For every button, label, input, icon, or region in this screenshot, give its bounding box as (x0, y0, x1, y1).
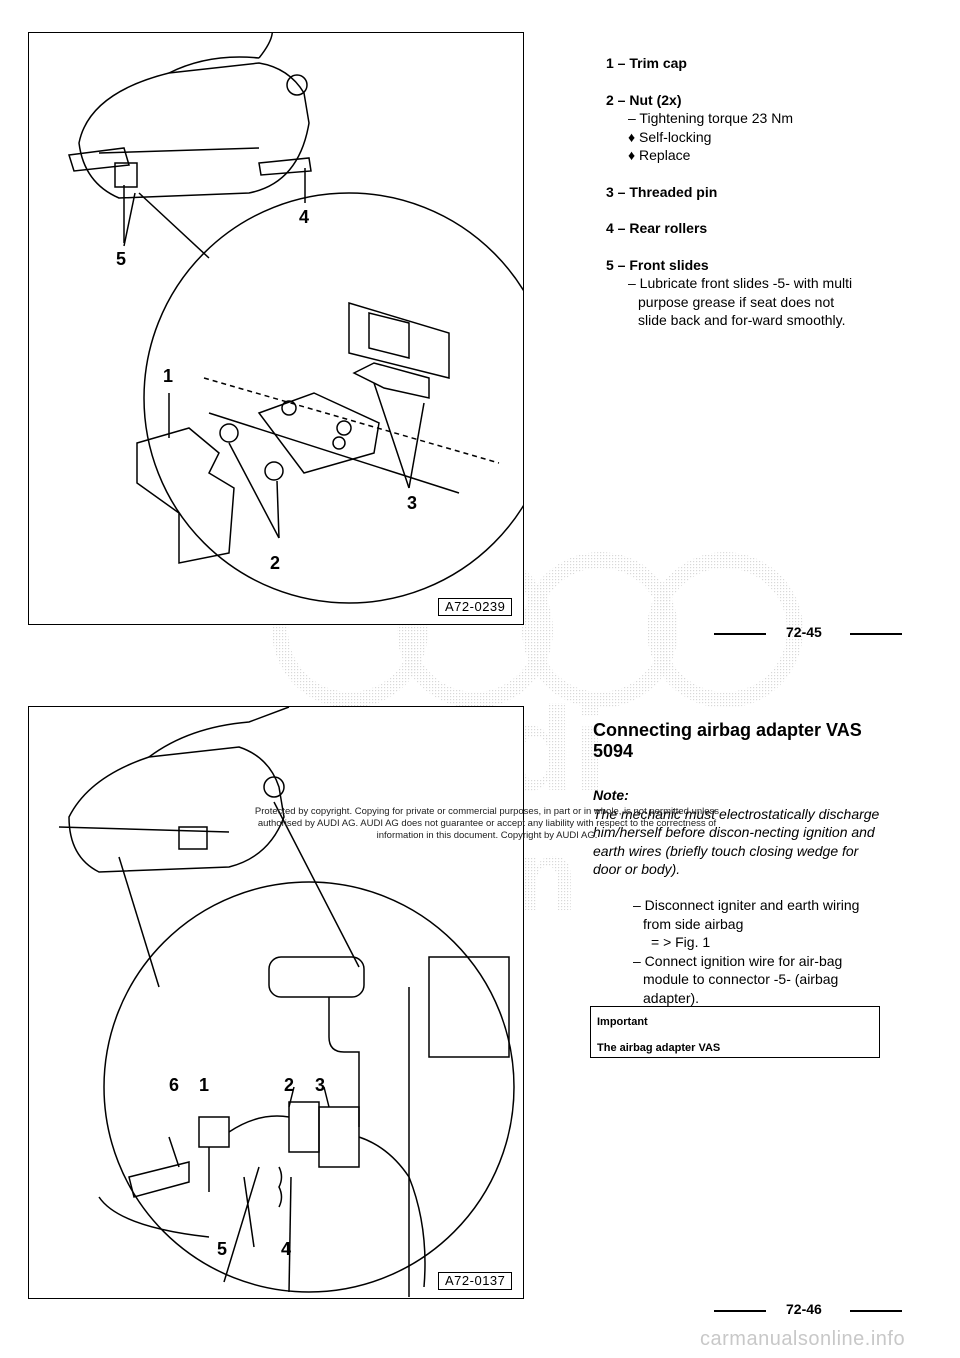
callout-1: 1 (199, 1075, 210, 1095)
callout-4: 4 (299, 207, 310, 227)
page-number: 72-46 (786, 1301, 822, 1317)
callout-1: 1 (163, 366, 174, 386)
note-label: Note: (593, 787, 629, 803)
callout-2: 2 (284, 1075, 295, 1095)
note-text: The mechanic must electrostatically disc… (593, 805, 880, 878)
callout-5: 5 (217, 1239, 228, 1259)
legend-item-2: 2 – Nut (2x) – Tightening torque 23 Nm ♦… (606, 91, 793, 164)
callout-3: 3 (315, 1075, 326, 1095)
callout-6: 6 (169, 1075, 180, 1095)
legend-item-1: 1 – Trim cap (606, 55, 687, 71)
figure-id: A72-0239 (438, 598, 513, 616)
figure-id: A72-0137 (438, 1272, 513, 1290)
important-box: Important The airbag adapter VAS (590, 1006, 880, 1058)
airbag-adapter-illustration (58, 707, 515, 1297)
legend-item-4: 4 – Rear rollers (606, 220, 708, 236)
important-text: The airbag adapter VAS (597, 1042, 721, 1054)
callout-5: 5 (116, 249, 127, 269)
legend-item-5: 5 – Front slides – Lubricate front slide… (606, 256, 853, 329)
step-2: – Connect ignition wire for air-bag modu… (633, 952, 843, 1006)
legend-item-3: 3 – Threaded pin (606, 183, 718, 200)
page-rule-left (714, 633, 766, 635)
note-block: Note: The mechanic must electrostaticall… (593, 786, 883, 879)
page-rule-right (850, 633, 902, 635)
page-rule-left (714, 1310, 766, 1312)
callout-3: 3 (407, 493, 418, 513)
footer-url[interactable]: carmanualsonline.info (700, 1328, 906, 1350)
section-heading: Connecting airbag adapter VAS 5094 (593, 720, 862, 761)
callout-2: 2 (270, 553, 281, 573)
figure-seat-slides: 1 2 3 4 5 A72-0239 (28, 32, 524, 625)
step-1-ref: = > Fig. 1 (651, 934, 711, 950)
steps-list: – Disconnect igniter and earth wiring fr… (593, 896, 873, 1007)
page-rule-right (850, 1310, 902, 1312)
seat-slides-illustration (68, 33, 523, 604)
callout-4: 4 (281, 1239, 292, 1259)
copyright-watermark: Protected by copyright. Copying for priv… (254, 806, 720, 841)
important-title: Important (597, 1016, 648, 1028)
step-1: – Disconnect igniter and earth wiring fr… (633, 897, 860, 932)
figure-airbag-adapter: 6 1 2 3 5 4 A72-0137 (28, 706, 524, 1299)
legend-list: 1 – Trim cap 2 – Nut (2x) – Tightening t… (606, 54, 876, 348)
page-number: 72-45 (786, 624, 822, 640)
